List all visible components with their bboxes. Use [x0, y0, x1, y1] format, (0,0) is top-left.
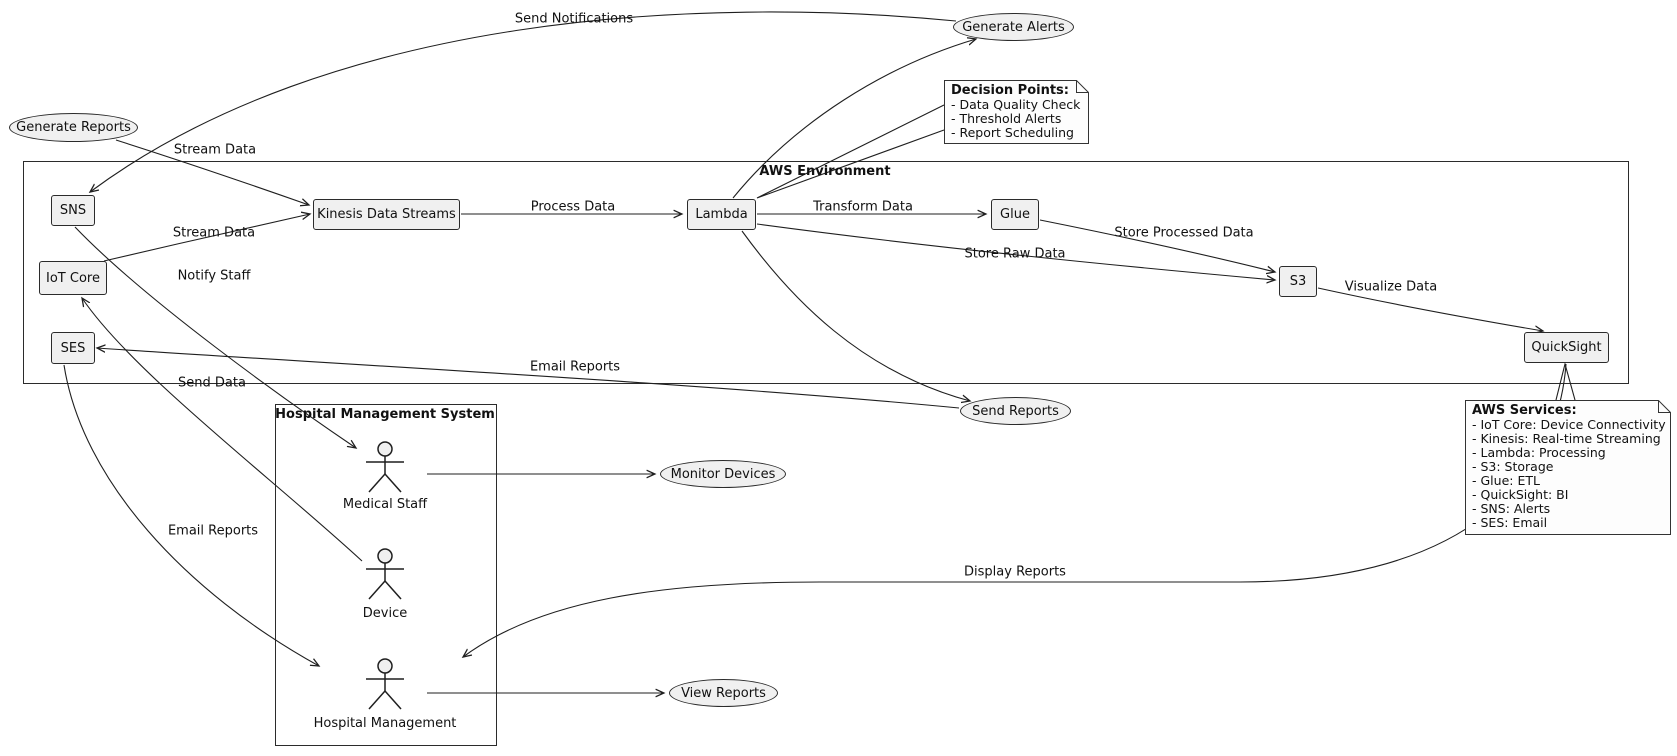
edge-ses-to-hospital-management [63, 364, 319, 666]
aws-environment-title: AWS Environment [759, 164, 891, 179]
edge-label-email-reports-ses: Email Reports [529, 359, 621, 375]
usecase-monitor-devices: Monitor Devices [660, 460, 786, 488]
component-iot-core: IoT Core [39, 261, 107, 295]
aws-services-note: AWS Services: - IoT Core: Device Connect… [1465, 400, 1671, 535]
component-glue: Glue [991, 199, 1039, 230]
note-shape [944, 80, 1089, 144]
edge-label-display-reports: Display Reports [964, 564, 1066, 580]
edge-label-store-raw-data: Store Raw Data [964, 246, 1066, 262]
edge-device-to-iot [82, 298, 363, 562]
edge-glue-to-s3 [1039, 219, 1275, 272]
component-lambda: Lambda [687, 199, 756, 230]
device-label: Device [362, 606, 408, 621]
aws-services-line: - Lambda: Processing [1472, 445, 1606, 460]
edge-generate-reports-to-kinesis [115, 139, 309, 205]
decision-points-line: - Threshold Alerts [951, 111, 1062, 126]
edge-label-send-notifications: Send Notifications [514, 11, 634, 27]
edge-lambda-to-send-reports [741, 230, 970, 401]
edge-label-notify-staff: Notify Staff [177, 268, 251, 284]
edge-label-stream-data-reports: Stream Data [173, 142, 257, 158]
aws-services-line: - IoT Core: Device Connectivity [1472, 417, 1666, 432]
usecase-generate-reports: Generate Reports [9, 113, 138, 142]
component-quicksight: QuickSight [1524, 332, 1609, 363]
hospital-management-actor-icon [366, 658, 404, 710]
usecase-view-reports: View Reports [669, 679, 778, 707]
hospital-management-system-frame [275, 404, 497, 746]
aws-environment-frame [23, 161, 1629, 384]
edge-sns-to-medical-staff [74, 226, 356, 448]
aws-services-line: - SNS: Alerts [1472, 501, 1551, 516]
edge-label-visualize-data: Visualize Data [1344, 279, 1438, 295]
hospital-management-system-title: Hospital Management System [275, 407, 495, 422]
edge-send-reports-to-ses [97, 348, 960, 409]
edge-lambda-to-generate-alerts [732, 39, 976, 199]
aws-services-line: - QuickSight: BI [1472, 487, 1569, 502]
edge-send-notifications [90, 11, 957, 192]
edge-note-to-quicksight [1555, 361, 1576, 401]
hospital-management-label: Hospital Management [313, 716, 457, 731]
decision-points-title: Decision Points: [951, 83, 1069, 98]
usecase-generate-alerts: Generate Alerts [953, 13, 1074, 41]
edge-note-to-lambda [756, 104, 945, 199]
note-fold-icon [1076, 80, 1089, 93]
decision-points-line: - Report Scheduling [951, 125, 1074, 140]
medical-staff-actor-icon [366, 441, 404, 493]
edge-label-stream-data-iot: Stream Data [172, 225, 256, 241]
aws-services-line: - Glue: ETL [1472, 473, 1540, 488]
edge-label-store-processed-data: Store Processed Data [1114, 225, 1254, 241]
component-kinesis: Kinesis Data Streams [313, 199, 460, 230]
edge-iot-to-kinesis [103, 214, 310, 262]
edge-label-email-reports-hm: Email Reports [167, 523, 259, 539]
aws-services-title: AWS Services: [1472, 403, 1577, 418]
note-shape [1465, 400, 1671, 535]
medical-staff-label: Medical Staff [342, 497, 428, 512]
edge-lambda-to-s3-raw [756, 223, 1275, 280]
aws-services-line: - Kinesis: Real-time Streaming [1472, 431, 1661, 446]
edge-label-send-data: Send Data [178, 375, 246, 391]
aws-services-line: - SES: Email [1472, 515, 1548, 530]
note-fold-icon [1658, 400, 1671, 413]
aws-services-line: - S3: Storage [1472, 459, 1554, 474]
edge-s3-to-quicksight [1317, 287, 1543, 331]
component-ses: SES [51, 332, 95, 364]
usecase-send-reports: Send Reports [960, 397, 1071, 425]
decision-points-line: - Data Quality Check [951, 97, 1081, 112]
component-sns: SNS [51, 195, 95, 226]
component-s3: S3 [1279, 266, 1317, 297]
edge-label-transform-data: Transform Data [813, 199, 913, 215]
decision-points-note: Decision Points: - Data Quality Check - … [944, 80, 1089, 144]
edge-label-process-data: Process Data [530, 199, 616, 215]
device-actor-icon [366, 548, 404, 600]
